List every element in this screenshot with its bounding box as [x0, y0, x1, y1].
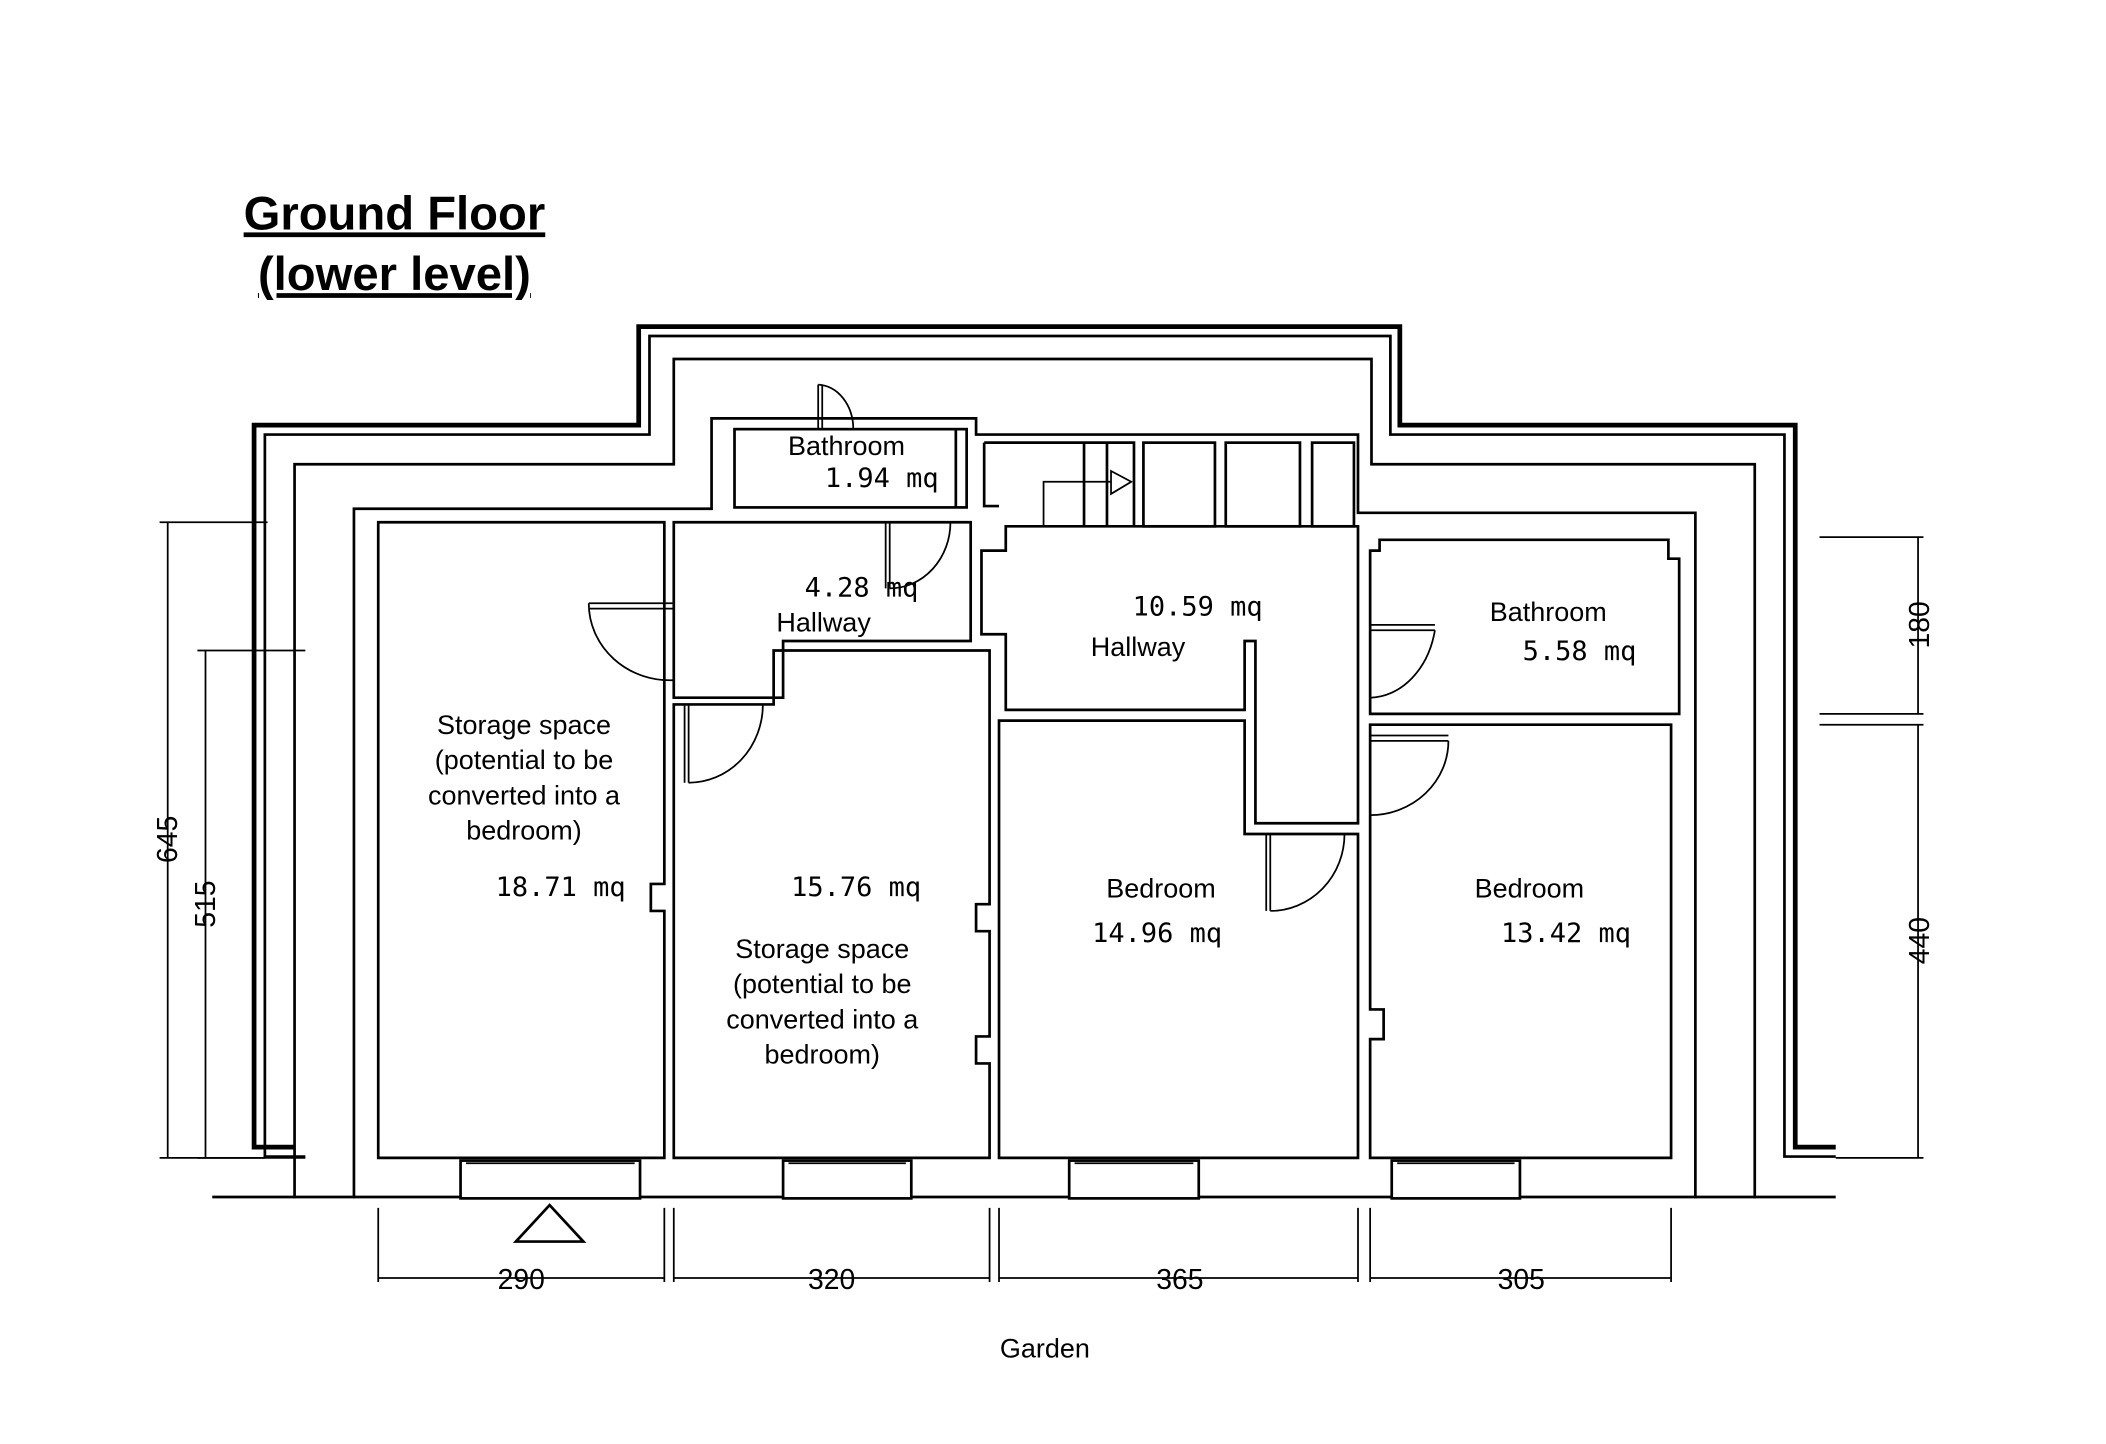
title-line-1: Ground Floor	[244, 187, 546, 240]
plan-title: Ground Floor (lower level)	[244, 187, 546, 301]
room-label: Bedroom	[1475, 873, 1584, 903]
room-bathroom-small: Bathroom 1.94 mq	[733, 427, 968, 509]
dimension-label: 515	[190, 881, 222, 928]
room-label: (potential to be	[435, 745, 614, 775]
dimension-label: 290	[498, 1264, 545, 1296]
windows	[459, 1159, 1522, 1200]
dimension-label: 305	[1498, 1264, 1545, 1296]
room-label: Bedroom	[1106, 873, 1216, 903]
dimensions-right: 180 440	[1819, 536, 1936, 1159]
room-bedroom-middle: Bedroom 14.96 mq	[997, 719, 1360, 1160]
room-bathroom-right: Bathroom 5.58 mq	[1368, 538, 1681, 716]
dimensions-left: 645 515	[152, 521, 306, 1159]
dimensions-bottom: 290 320 365 305	[377, 1207, 1672, 1296]
room-area: 18.71 mq	[496, 872, 626, 903]
outer-walls	[212, 324, 1836, 1199]
room-label: Storage space	[437, 710, 611, 740]
room-label: Storage space	[735, 934, 909, 964]
entrance-marker	[512, 1203, 587, 1243]
title-line-2: (lower level)	[258, 248, 531, 301]
garden-label: Garden	[1000, 1334, 1090, 1364]
room-label: bedroom)	[764, 1039, 880, 1069]
room-storage-middle: 15.76 mq Storage space (potential to be …	[672, 649, 991, 1160]
room-label: Bathroom	[1490, 597, 1607, 627]
room-bedroom-right: Bedroom 13.42 mq	[1368, 723, 1673, 1160]
room-label: Hallway	[776, 608, 871, 638]
dimension-label: 365	[1156, 1264, 1203, 1296]
room-label: (potential to be	[733, 969, 912, 999]
dimension-label: 440	[1904, 917, 1936, 964]
room-area: 13.42 mq	[1501, 918, 1631, 949]
doors	[587, 383, 1450, 912]
room-label: Bathroom	[788, 431, 905, 461]
room-area: 10.59 mq	[1133, 591, 1263, 622]
room-area: 14.96 mq	[1092, 918, 1222, 949]
room-hallway-small: 4.28 mq Hallway	[672, 520, 973, 700]
dimension-label: 320	[808, 1264, 855, 1296]
room-label: converted into a	[428, 780, 620, 810]
room-label: Hallway	[1091, 632, 1186, 662]
room-area: 1.94 mq	[825, 463, 939, 494]
dimension-label: 180	[1904, 601, 1936, 648]
room-area: 5.58 mq	[1523, 636, 1637, 667]
room-label: converted into a	[726, 1004, 918, 1034]
dimension-label: 645	[152, 816, 184, 863]
room-area: 15.76 mq	[791, 872, 921, 903]
room-label: bedroom)	[466, 815, 582, 845]
room-hallway-large: 10.59 mq Hallway	[980, 524, 1360, 825]
entrance-triangle-icon	[512, 1203, 587, 1243]
room-storage-left: Storage space (potential to be converted…	[376, 520, 666, 1160]
